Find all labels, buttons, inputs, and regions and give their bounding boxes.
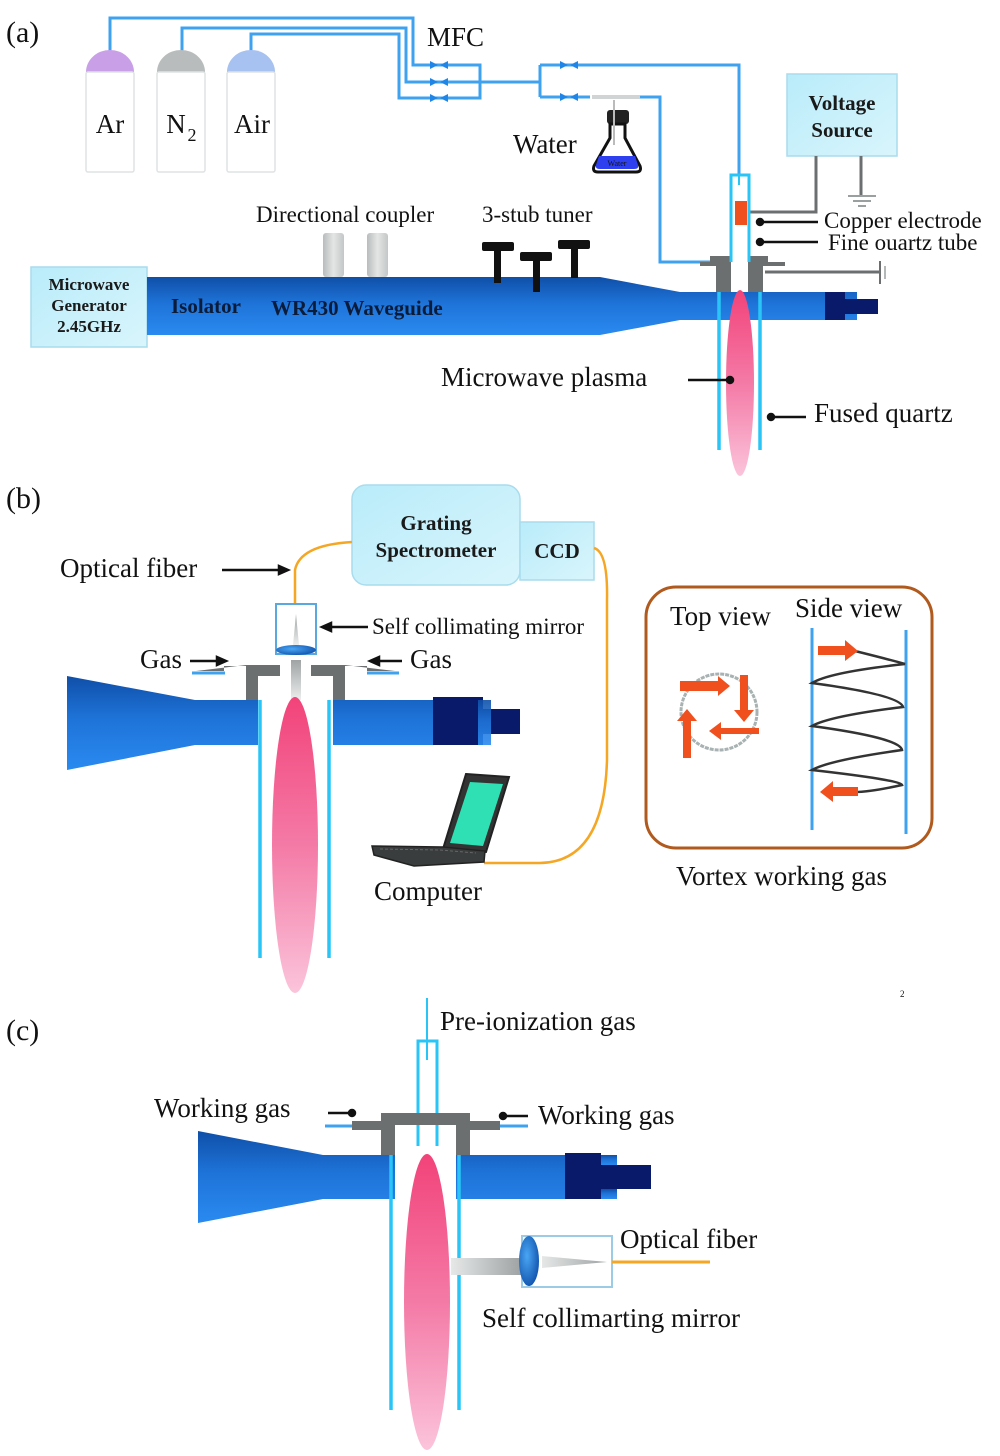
leader-lines-a <box>688 217 818 422</box>
voltage-source-line1: Voltage <box>809 91 876 115</box>
generator-line2: Generator <box>51 296 127 315</box>
gas-cylinder-ar: Ar <box>85 50 135 173</box>
voltage-source-box: Voltage Source <box>750 73 898 214</box>
fine-quartz-tube-label: Fine ouartz tube <box>828 230 977 255</box>
stray-mark: 2 <box>900 989 905 999</box>
waveguide-a: Isolator WR430 Waveguide <box>147 277 878 335</box>
top-view-vortex-icon <box>677 672 759 758</box>
generator-line1: Microwave <box>49 275 130 294</box>
water-label: Water <box>513 129 577 159</box>
flask-text: Water <box>608 159 627 168</box>
computer-label: Computer <box>374 876 482 906</box>
gas-left-label: Gas <box>140 644 182 674</box>
leader-lines-c <box>328 1108 528 1121</box>
microwave-generator: Microwave Generator 2.45GHz <box>30 266 148 348</box>
mfc-valves <box>430 61 578 102</box>
panel-b: (b) Grating Spectrometer CCD <box>6 482 934 999</box>
self-collimating-mirror-label-b: Self collimating mirror <box>372 614 584 639</box>
pre-ionization-tube <box>416 998 439 1146</box>
waveguide-label: WR430 Waveguide <box>271 296 443 320</box>
stub-tuner <box>482 240 590 292</box>
side-view-vortex-icon <box>807 628 908 834</box>
gas-cylinder-n2: N 2 <box>156 50 206 173</box>
self-collimating-mirror-label-c: Self collimarting mirror <box>482 1303 740 1333</box>
ground-symbol <box>848 195 876 207</box>
gas-cylinder-air: Air <box>226 50 276 173</box>
vortex-caption: Vortex working gas <box>676 861 887 891</box>
torch-assembly-a <box>700 173 886 476</box>
directional-coupler <box>323 233 388 277</box>
self-collimating-mirror-b <box>275 603 317 700</box>
vortex-inset: Top view Side view Vortex wo <box>644 585 934 891</box>
torch-assembly-c <box>325 1113 528 1450</box>
generator-line3: 2.45GHz <box>57 317 121 336</box>
voltage-source-line2: Source <box>811 118 872 142</box>
optical-fiber-label-c: Optical fiber <box>620 1224 757 1254</box>
panel-c: (c) Pre-ionization gas <box>6 998 757 1450</box>
ccd-camera: CCD <box>519 521 595 581</box>
working-gas-left-label: Working gas <box>154 1093 291 1123</box>
directional-coupler-label: Directional coupler <box>256 202 435 227</box>
panel-a-label: (a) <box>6 16 39 49</box>
torch-assembly-b <box>192 665 399 993</box>
mfc-label: MFC <box>427 22 484 52</box>
fused-quartz-label: Fused quartz <box>814 398 953 428</box>
cylinder-label-n2: N <box>166 109 186 139</box>
copper-electrode-label: Copper electrode <box>824 208 982 233</box>
working-gas-right-label: Working gas <box>538 1100 675 1130</box>
cylinder-label-air: Air <box>234 109 270 139</box>
pre-ionization-gas-label: Pre-ionization gas <box>440 1006 636 1036</box>
computer-laptop-icon <box>371 772 511 867</box>
isolator-label: Isolator <box>171 294 241 318</box>
self-collimating-mirror-c <box>451 1235 710 1288</box>
panel-a: (a) MFC Ar N <box>6 16 982 476</box>
microwave-plasma-label: Microwave plasma <box>441 362 647 392</box>
stub-tuner-label: 3-stub tuner <box>482 202 593 227</box>
panel-b-label: (b) <box>6 482 41 515</box>
optical-fiber-label-b: Optical fiber <box>60 553 197 583</box>
top-view-label: Top view <box>670 601 771 631</box>
spectrometer-line2: Spectrometer <box>376 538 497 562</box>
spectrometer-line1: Grating <box>400 511 472 535</box>
optical-fiber-cables <box>293 540 609 865</box>
panel-c-label: (c) <box>6 1014 39 1047</box>
gas-right-label: Gas <box>410 644 452 674</box>
leader-lines-b <box>190 564 402 667</box>
grating-spectrometer: Grating Spectrometer <box>351 484 521 586</box>
side-view-label: Side view <box>795 593 903 623</box>
water-flask: Water <box>592 95 642 174</box>
cylinder-label-n2-subscript: 2 <box>188 125 197 145</box>
ccd-label: CCD <box>534 539 580 563</box>
cylinder-label-ar: Ar <box>96 109 125 139</box>
